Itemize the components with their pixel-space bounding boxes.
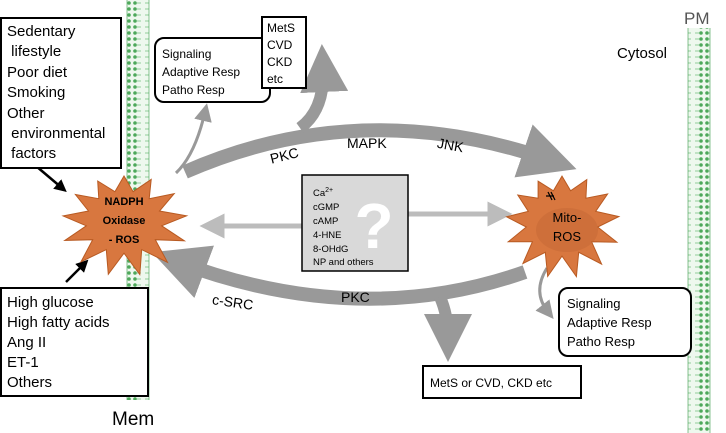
question-mark: ? [354, 190, 393, 262]
kinase-jnk: JNK [436, 135, 465, 155]
risk-factor-bottom-line: Ang II [7, 334, 46, 351]
mediator-item: cGMP [313, 202, 339, 213]
risk-factor-top-line: Poor diet [7, 64, 68, 81]
kinase-pkc-top: PKC [268, 144, 300, 166]
signaling-top-line: Patho Resp [162, 83, 225, 97]
risk-factor-bottom-line: Others [7, 374, 52, 391]
mediator-item: cAMP [313, 216, 338, 227]
bottom-risk-arrow [65, 259, 89, 283]
mito-label-2: ROS [553, 229, 582, 244]
nadph-label-2: Oxidase [103, 215, 146, 227]
disease-bottom-box [422, 365, 582, 399]
risk-factor-top-line: lifestyle [7, 43, 61, 60]
risk-factors-bottom-box [0, 287, 149, 397]
mito-shadow [536, 208, 598, 252]
risk-factors-top-box [0, 17, 122, 169]
membrane-label: Mem [112, 409, 154, 430]
risk-factor-top-line: environmental [7, 125, 105, 142]
lower-branch-arrow [423, 294, 472, 362]
lower-curved-arrow [151, 245, 528, 306]
nadph-label-1: NADPH [104, 196, 143, 208]
risk-factors-bottom-text: High glucose High fatty acids Ang II ET-… [7, 294, 110, 391]
mediator-item: NP and others [313, 257, 374, 268]
cytosol-label: Cytosol [617, 45, 667, 62]
plasma-membrane-label: PM [684, 9, 710, 28]
kinase-mapk: MAPK [347, 135, 387, 151]
kinase-csrc: c-SRC [211, 291, 254, 313]
nadph-signaling-arrow [174, 103, 212, 175]
mito-label-1: Mito- [553, 210, 582, 225]
mito-signaling-arrow [535, 267, 554, 320]
signaling-right-line: Patho Resp [567, 334, 635, 349]
risk-factor-top-line: Sedentary [7, 23, 76, 40]
channel-icon [546, 191, 556, 201]
disease-bottom-text: MetS or CVD, CKD etc [430, 376, 552, 390]
risk-factor-bottom-line: ET-1 [7, 354, 39, 371]
top-risk-arrow [35, 165, 67, 193]
risk-factor-top-line: Other [7, 105, 45, 122]
upper-curved-arrow [182, 123, 577, 179]
mediator-ca: Ca2+ [313, 187, 333, 199]
kinase-pkc-bottom: PKC [341, 289, 370, 305]
disease-top-line: MetS [267, 21, 295, 35]
mediator-item: 4-HNE [313, 230, 342, 241]
risk-factors-top-text: Sedentary lifestyle Poor diet Smoking Ot… [7, 23, 105, 162]
mediators-box [301, 174, 409, 272]
disease-top-line: etc [267, 72, 283, 86]
signaling-top-line: Adaptive Resp [162, 65, 240, 79]
risk-factor-bottom-line: High glucose [7, 294, 94, 311]
signaling-top-line: Signaling [162, 47, 211, 61]
risk-factor-top-line: factors [7, 145, 56, 162]
disease-top-box [261, 16, 307, 89]
nadph-oxidase-burst [61, 175, 189, 276]
disease-top-line: CKD [267, 55, 293, 69]
risk-factor-top-line: Smoking [7, 84, 65, 101]
mediator-ca-superscript: 2+ [325, 187, 333, 194]
signaling-right-box [558, 287, 692, 357]
nadph-label-3: - ROS [109, 234, 140, 246]
mediator-item: 8-OHdG [313, 244, 348, 255]
upper-branch-arrow [296, 44, 349, 133]
signaling-right-line: Adaptive Resp [567, 315, 652, 330]
risk-factor-bottom-line: High fatty acids [7, 314, 110, 331]
plasma-membrane-band [688, 28, 710, 433]
disease-top-line: CVD [267, 38, 293, 52]
signaling-right-line: Signaling [567, 296, 621, 311]
